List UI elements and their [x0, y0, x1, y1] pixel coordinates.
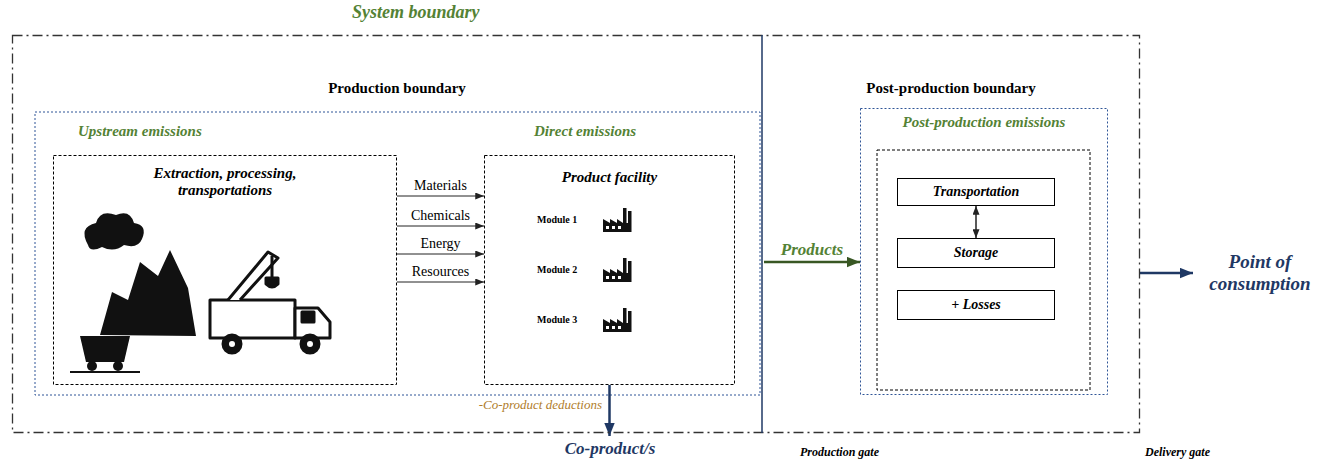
outline-rect — [898, 239, 1055, 268]
gate-line — [761, 35, 763, 433]
mine-illustration — [70, 213, 196, 372]
edge-label: Energy — [418, 236, 462, 252]
endpoint-label: Point of consumption — [1193, 248, 1325, 298]
gate-label: Production gate — [800, 446, 879, 460]
emission-heading: Direct emissions — [534, 123, 636, 140]
post-production-process-box — [877, 150, 1090, 390]
system-boundary: Upstream emissionsExtraction, processing… — [12, 35, 1140, 433]
upstream-process-box: Upstream emissionsExtraction, processing… — [53, 155, 397, 385]
edge-label: Resources — [410, 264, 472, 280]
factory-icon — [603, 258, 632, 282]
deduction-note: -Co-product deductions — [426, 398, 602, 413]
outline-rect — [13, 36, 1140, 433]
product-facility-box: Direct emissionsProduct facility — [484, 155, 735, 385]
output-label: Co-product/s — [555, 436, 665, 462]
endpoint-text: Point of consumption — [1193, 251, 1325, 295]
connector-arrow — [397, 196, 484, 197]
output-text: Co-product/s — [565, 439, 656, 459]
boundary-heading: System boundary — [352, 2, 480, 23]
process-box: Transportation — [897, 178, 1055, 206]
region-heading: Production boundary — [22, 80, 772, 97]
production-emissions-boundary — [35, 112, 760, 395]
box-title: Extraction, processing, transportations — [125, 165, 325, 200]
outline-rect — [485, 156, 735, 385]
post-production-emissions-box: TransportationStorage + Losses Post-produc… — [860, 108, 1108, 395]
node-outline — [484, 155, 735, 385]
emission-heading: Post-production emissions — [860, 114, 1108, 131]
factory-icon — [603, 208, 632, 232]
truck-illustration — [210, 252, 330, 353]
production-boundary: Upstream emissionsExtraction, processing… — [12, 35, 762, 433]
gate-label: Delivery gate — [1145, 446, 1210, 460]
connector-arrow — [397, 254, 484, 255]
box-title: Product facility — [484, 169, 735, 186]
edge-label: Materials — [412, 178, 469, 194]
outline-rect — [898, 291, 1055, 320]
connector-arrow — [975, 206, 977, 238]
connector-arrow — [764, 261, 860, 264]
outline-rect — [898, 179, 1055, 206]
box-label: + Losses — [951, 297, 1001, 313]
post-production-boundary: TransportationStorage + Losses Post-produc… — [762, 35, 1140, 433]
emission-heading: Upstream emissions — [78, 123, 202, 140]
edge-label: Chemicals — [409, 208, 472, 224]
box-label: Storage — [954, 245, 998, 261]
connector-arrow — [1140, 272, 1193, 275]
factory-icon — [603, 308, 632, 332]
process-box: Storage — [897, 238, 1055, 268]
outline-rect — [861, 109, 1108, 395]
outline-rect — [54, 156, 397, 385]
module-label: Module 1 — [537, 214, 577, 226]
module-label: Module 2 — [537, 264, 577, 276]
connector-arrow — [608, 385, 611, 436]
module-label: Module 3 — [537, 314, 577, 326]
region-heading: Post-production boundary — [762, 80, 1140, 97]
connector-arrow — [397, 226, 484, 227]
connector-arrow — [397, 282, 484, 283]
edge-label: Products — [779, 240, 845, 260]
box-label: Transportation — [933, 184, 1020, 200]
process-box: + Losses — [897, 290, 1055, 320]
